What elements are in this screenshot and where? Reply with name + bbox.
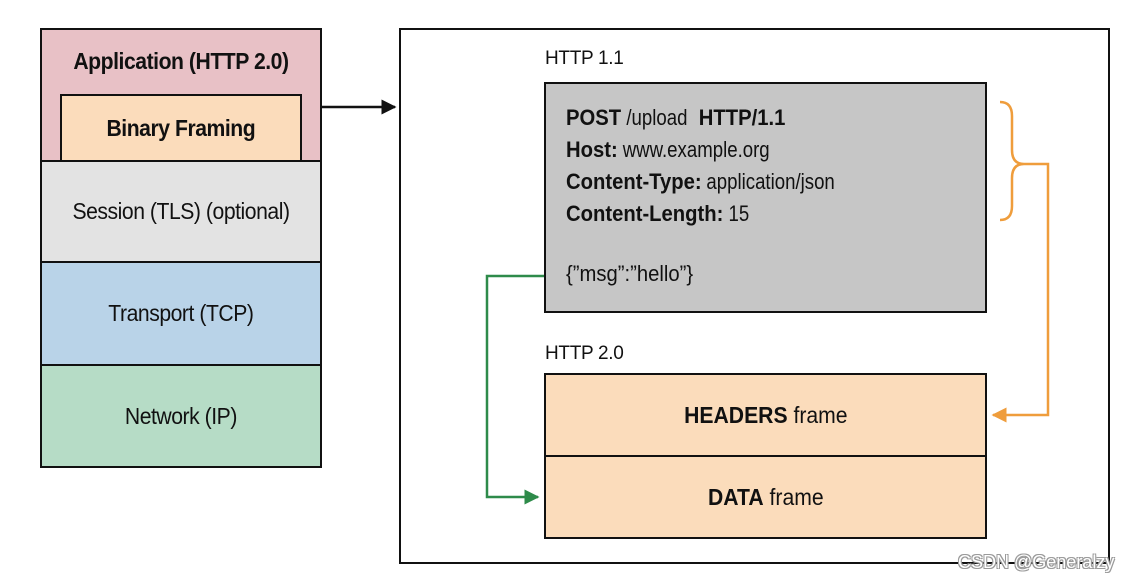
host-header-value: www.example.org (617, 137, 770, 162)
content-type-value: application/json (701, 169, 836, 194)
headers-frame: HEADERS frame (544, 373, 987, 457)
session-layer: Session (TLS) (optional) (40, 160, 322, 263)
request-line: POST /upload HTTP/1.1 (566, 102, 965, 134)
content-length-value: 15 (723, 201, 750, 226)
binary-framing-label: Binary Framing (106, 114, 256, 141)
network-layer: Network (IP) (40, 364, 322, 468)
application-layer-label: Application (HTTP 2.0) (73, 48, 289, 74)
data-frame-bold: DATA (707, 483, 764, 510)
detail-panel (399, 28, 1110, 564)
session-layer-label: Session (TLS) (optional) (72, 198, 290, 224)
request-version: HTTP/1.1 (698, 105, 786, 130)
headers-brace (999, 100, 1025, 222)
request-path: /upload (621, 105, 693, 130)
headers-arrow (991, 162, 1050, 423)
host-header-key: Host: (566, 137, 618, 162)
data-frame: DATA frame (544, 455, 987, 539)
content-length-key: Content-Length: (566, 201, 724, 226)
transport-layer: Transport (TCP) (40, 261, 322, 366)
content-length-header: Content-Length: 15 (566, 198, 965, 230)
data-frame-rest: frame (763, 483, 824, 510)
data-arrow (485, 274, 544, 505)
network-layer-label: Network (IP) (124, 402, 238, 429)
host-header: Host: www.example.org (566, 134, 965, 166)
headers-frame-bold: HEADERS (683, 401, 788, 428)
http11-caption: HTTP 1.1 (545, 48, 624, 69)
watermark: CSDN @Generalzy (958, 552, 1115, 572)
http11-request-box: POST /upload HTTP/1.1 Host: www.example.… (544, 82, 987, 313)
http20-caption: HTTP 2.0 (545, 343, 624, 364)
headers-frame-rest: frame (787, 401, 848, 428)
transport-layer-label: Transport (TCP) (108, 300, 254, 326)
content-type-key: Content-Type: (566, 169, 702, 194)
request-body: {”msg”:”hello”} (566, 258, 965, 290)
request-body-text: {”msg”:”hello”} (566, 261, 694, 286)
content-type-header: Content-Type: application/json (566, 166, 965, 198)
request-method: POST (566, 105, 622, 130)
